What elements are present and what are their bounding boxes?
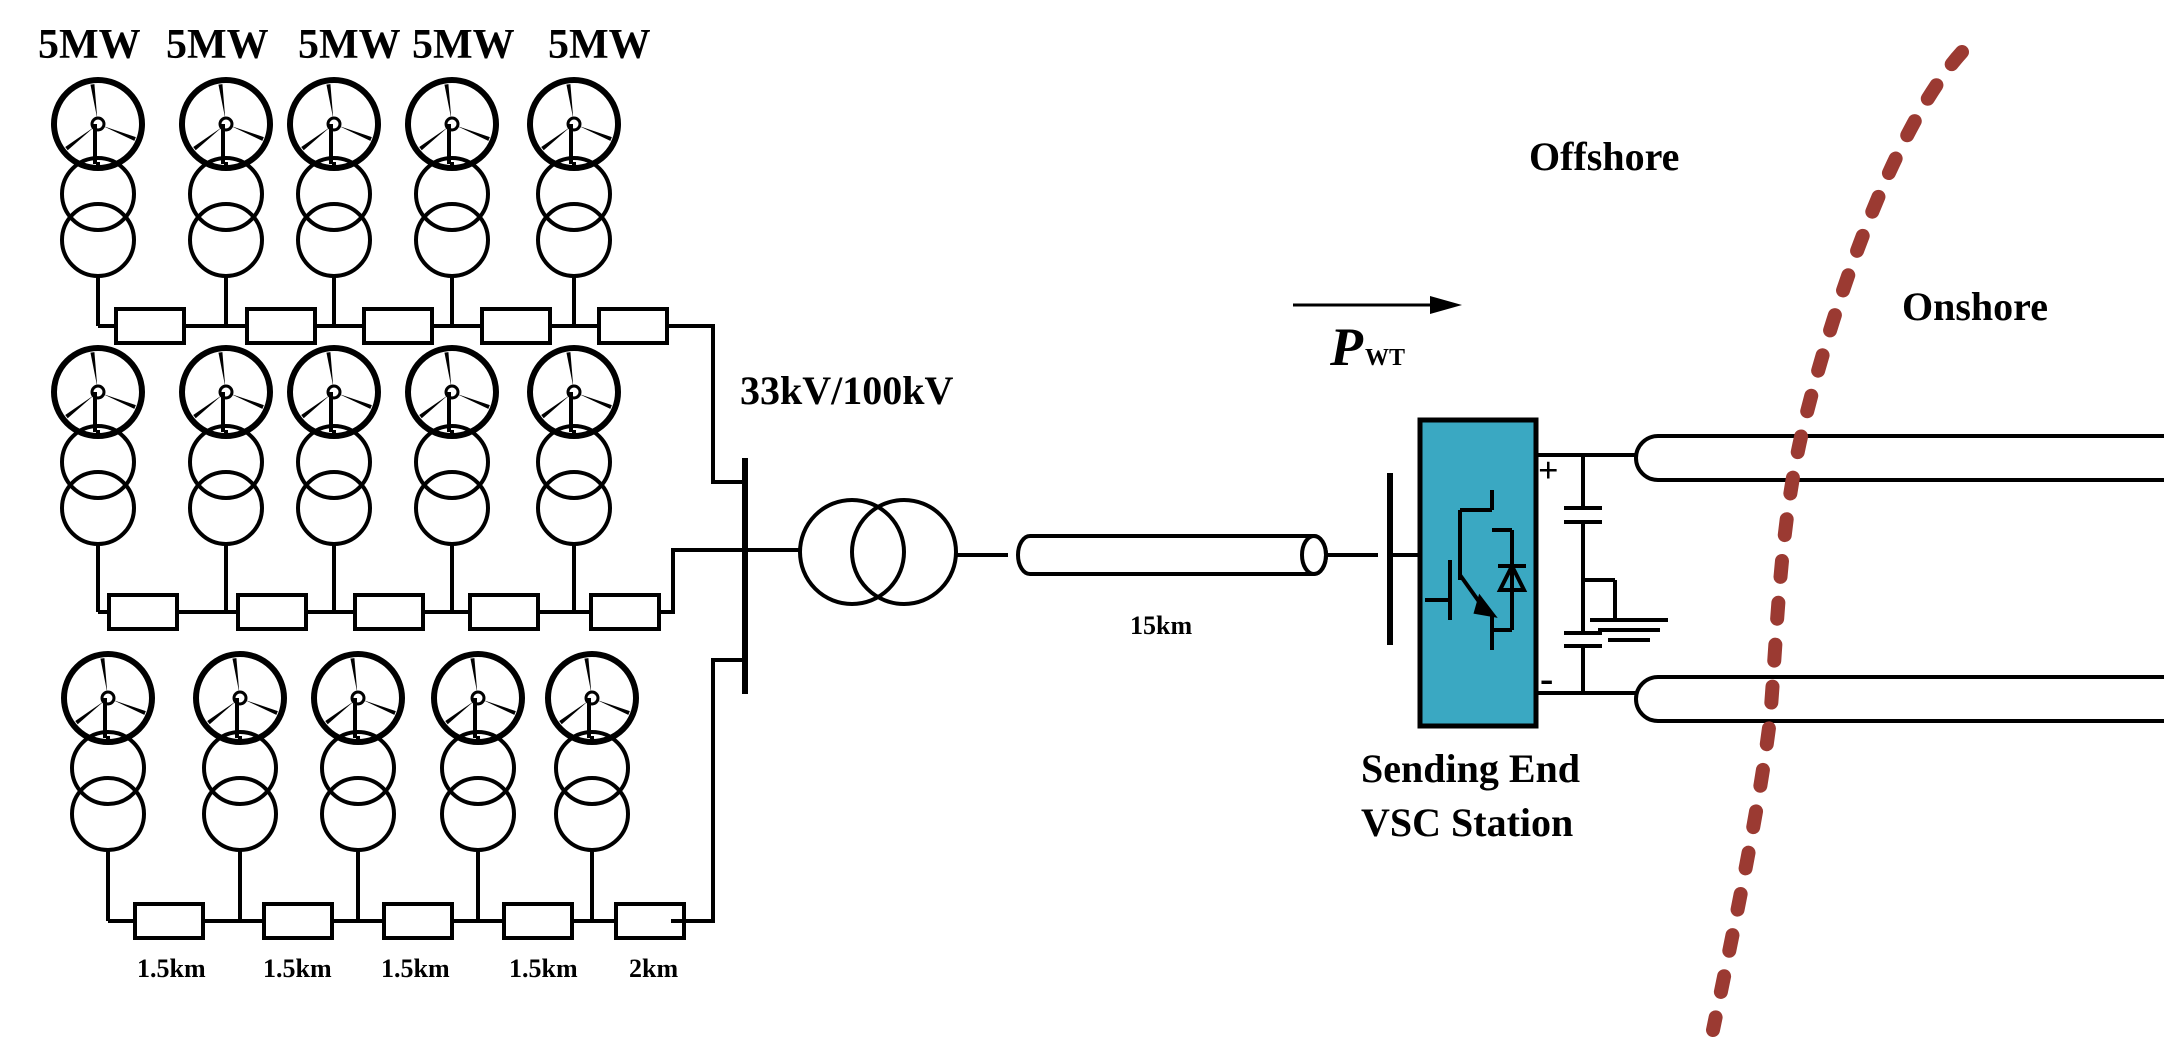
- rotor-blades: [419, 84, 490, 151]
- transformer-icon: [60, 156, 136, 278]
- rotor-blades: [559, 658, 630, 725]
- rotor-blades: [541, 84, 612, 151]
- power-flow-symbol: P: [1329, 317, 1364, 377]
- wind-turbine-unit: [287, 345, 381, 612]
- transformer-icon: [414, 156, 490, 278]
- vsc-converter-block: [1417, 417, 1539, 729]
- wind-turbine-unit: [527, 345, 621, 612]
- cable-length-label: 1.5km: [381, 954, 450, 983]
- station-label-line2: VSC Station: [1361, 800, 1573, 845]
- cable-length-label: 1.5km: [509, 954, 578, 983]
- wind-turbine-unit: [193, 651, 287, 921]
- feeder-connections: [671, 324, 743, 923]
- cable-length-label: 2km: [629, 954, 678, 983]
- wind-turbine-unit: [405, 77, 499, 326]
- collector-cable-segment: [107, 593, 179, 631]
- transformer-icon: [536, 156, 612, 278]
- transformer-icon: [60, 424, 136, 546]
- collector-cable-segment: [114, 307, 186, 345]
- hvdc-cables: [1634, 434, 2164, 723]
- collector-cable-segment: [589, 593, 661, 631]
- diode-icon: [1496, 561, 1528, 592]
- rotor-blades: [541, 352, 612, 419]
- wind-turbine-unit: [51, 345, 145, 612]
- power-flow-indicator: PWT: [1293, 296, 1462, 377]
- collector-cable-segment: [382, 902, 454, 940]
- cable-length-label: 1.5km: [137, 954, 206, 983]
- onshore-region-label: Onshore: [1902, 284, 2048, 329]
- arrow-head: [1430, 296, 1462, 314]
- dc-negative-label: -: [1540, 656, 1553, 701]
- wind-turbine-unit: [179, 77, 273, 326]
- rotor-blades: [207, 658, 278, 725]
- collector-cable-segment: [245, 307, 317, 345]
- wind-turbine-unit: [431, 651, 525, 921]
- station-label-line1: Sending End: [1361, 746, 1580, 791]
- rotor-blades: [193, 352, 264, 419]
- turbine-rating-labels: 5MW 5MW 5MW 5MW 5MW: [38, 22, 651, 68]
- offshore-onshore-boundary: [1706, 45, 1969, 1037]
- collector-cable-segment: [262, 902, 334, 940]
- wind-turbine-unit: [545, 651, 639, 921]
- collector-cable-segment: [502, 902, 574, 940]
- offshore-region-label: Offshore: [1529, 134, 1679, 179]
- rotor-blades: [301, 84, 372, 151]
- collector-cable-segment: [133, 902, 205, 940]
- cable-length-label: 1.5km: [263, 954, 332, 983]
- transformer-icon: [296, 424, 372, 546]
- transformer-icon: [202, 730, 278, 852]
- collector-cable-segment: [353, 593, 425, 631]
- transformer-icon: [320, 730, 396, 852]
- transformer-icon: [536, 424, 612, 546]
- turbine-rating-label: 5MW: [548, 22, 651, 68]
- transformer-icon: [554, 730, 630, 852]
- transformer-icon: [188, 156, 264, 278]
- transformer-rating-label: 33kV/100kV: [740, 368, 953, 413]
- wind-turbine-unit: [179, 345, 273, 612]
- wind-turbine-unit: [405, 345, 499, 612]
- ground-icon: [1590, 618, 1668, 642]
- transformer-icon: [296, 156, 372, 278]
- wind-farm-array: [51, 77, 686, 940]
- rotor-blades: [445, 658, 516, 725]
- rotor-blades: [65, 84, 136, 151]
- dc-link: [1536, 453, 1636, 695]
- turbine-rating-label: 5MW: [412, 22, 515, 68]
- collector-cable-length-labels: 1.5km 1.5km 1.5km 1.5km 2km: [137, 954, 678, 983]
- export-cable: [956, 534, 1378, 576]
- collector-cable-segment: [597, 307, 669, 345]
- collector-cable-segment: [236, 593, 308, 631]
- rotor-blades: [325, 658, 396, 725]
- transformer-icon: [798, 498, 958, 606]
- wind-turbine-unit: [311, 651, 405, 921]
- turbine-rating-label: 5MW: [298, 22, 401, 68]
- power-flow-subscript: WT: [1365, 345, 1405, 371]
- rotor-blades: [301, 352, 372, 419]
- power-flow-label: PWT: [1329, 317, 1405, 377]
- turbine-rating-label: 5MW: [38, 22, 141, 68]
- transformer-icon: [188, 424, 264, 546]
- collector-cable-segment: [480, 307, 552, 345]
- igbt-icon: [1425, 490, 1514, 650]
- dc-positive-label: +: [1538, 450, 1559, 490]
- transformer-icon: [440, 730, 516, 852]
- transformer-icon: [414, 424, 490, 546]
- capacitor-icon: [1564, 506, 1602, 648]
- wind-turbine-unit: [287, 77, 381, 326]
- wind-turbine-unit: [527, 77, 621, 326]
- rotor-blades: [65, 352, 136, 419]
- transformer-icon: [70, 730, 146, 852]
- rotor-blades: [75, 658, 146, 725]
- rotor-blades: [419, 352, 490, 419]
- rotor-blades: [193, 84, 264, 151]
- collector-cable-segment: [362, 307, 434, 345]
- collector-cable-segment: [468, 593, 540, 631]
- turbine-rating-label: 5MW: [166, 22, 269, 68]
- wind-turbine-unit: [61, 651, 155, 921]
- wind-turbine-unit: [51, 77, 145, 326]
- export-cable-length-label: 15km: [1130, 611, 1192, 640]
